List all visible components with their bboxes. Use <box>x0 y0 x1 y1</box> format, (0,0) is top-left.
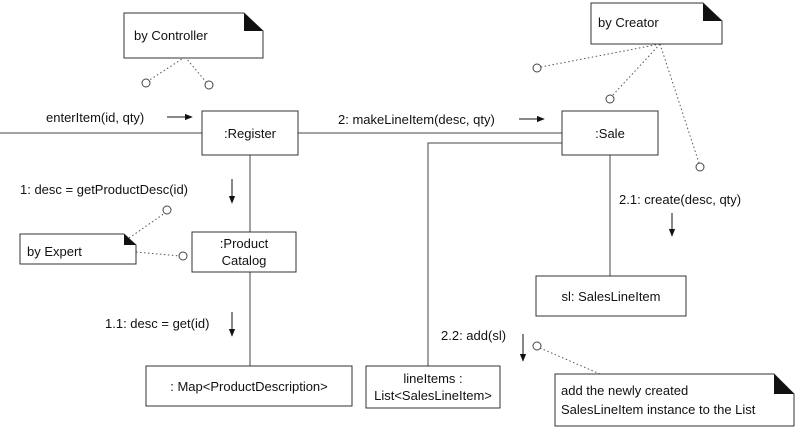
object-register-label: :Register <box>224 126 277 141</box>
object-map-label: : Map<ProductDescription> <box>170 379 328 394</box>
note-add-to-list: add the newly created SalesLineItem inst… <box>554 373 795 427</box>
creator-connector-b <box>611 43 661 97</box>
object-line-items: lineItems : List<SalesLineItem> <box>365 365 501 409</box>
list-note-circle <box>532 341 542 351</box>
list-note-connector <box>539 347 601 375</box>
expert-circle-b <box>178 251 188 261</box>
object-product-catalog-line1: :Product <box>220 236 269 251</box>
object-line-items-line1: lineItems : <box>403 371 462 386</box>
object-map: : Map<ProductDescription> <box>145 365 353 407</box>
expert-connector-a <box>128 212 166 239</box>
controller-circle-b <box>204 80 214 90</box>
note-controller-text: by Controller <box>134 28 208 43</box>
message-enter-item: enterItem(id, qty) <box>46 110 144 125</box>
object-register: :Register <box>201 110 299 156</box>
object-sales-line-item: sl: SalesLineItem <box>535 275 687 317</box>
note-add-to-list-line1: add the newly created <box>561 383 688 398</box>
note-expert: by Expert <box>19 233 137 265</box>
note-creator-text: by Creator <box>598 15 659 30</box>
controller-circle-a <box>141 78 151 88</box>
object-sale-label: :Sale <box>595 126 625 141</box>
message-make-line-item: 2: makeLineItem(desc, qty) <box>338 112 495 127</box>
sale-lineitems-link <box>427 142 562 366</box>
object-line-items-line2: List<SalesLineItem> <box>374 388 492 403</box>
expert-connector-b <box>135 251 181 257</box>
note-add-to-list-line2: SalesLineItem instance to the List <box>561 402 756 417</box>
controller-connector-a <box>147 56 186 82</box>
note-creator: by Creator <box>590 2 723 45</box>
message-add: 2.2: add(sl) <box>441 328 506 343</box>
creator-circle-a <box>532 63 542 73</box>
creator-circle-b <box>605 94 615 104</box>
message-create: 2.1: create(desc, qty) <box>619 192 741 207</box>
controller-connector-b <box>184 56 208 84</box>
creator-connector-c <box>659 43 700 164</box>
message-get-product-desc: 1: desc = getProductDesc(id) <box>20 182 188 197</box>
object-sales-line-item-label: sl: SalesLineItem <box>562 289 661 304</box>
note-expert-text: by Expert <box>27 244 82 259</box>
object-product-catalog-line2: Catalog <box>222 253 267 268</box>
object-sale: :Sale <box>561 110 659 156</box>
expert-circle-a <box>162 205 172 215</box>
note-controller: by Controller <box>123 12 264 59</box>
creator-connector-a <box>540 43 661 68</box>
message-get: 1.1: desc = get(id) <box>105 316 209 331</box>
creator-circle-c <box>695 162 705 172</box>
object-product-catalog: :Product Catalog <box>191 231 297 273</box>
